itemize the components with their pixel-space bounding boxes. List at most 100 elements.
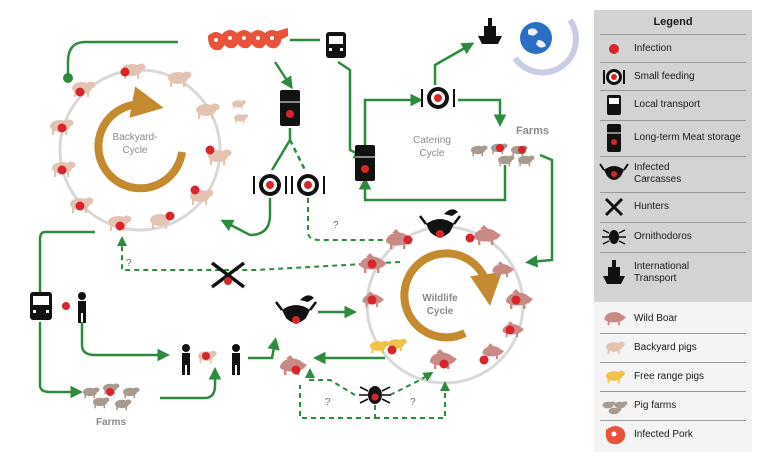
carcass-icon [594, 158, 634, 190]
pork-bone [228, 36, 232, 40]
wild-boar-icon [594, 306, 634, 332]
legend-label: Hunters [634, 201, 670, 212]
catering-arrow-back [358, 165, 507, 202]
plate-icon [291, 174, 325, 196]
pork-bone [256, 36, 260, 40]
legend-divider [600, 120, 746, 121]
infection-dot-icon [387, 345, 397, 355]
infection-dot-icon [594, 36, 634, 62]
pork-bone [214, 38, 218, 42]
ship-icon [478, 18, 502, 44]
legend-title: Legend [653, 16, 693, 28]
bus-icon [30, 292, 52, 320]
arrow-person-hunters [80, 322, 170, 362]
pig-farm-icon [498, 155, 515, 167]
crossed-guns-icon [210, 261, 246, 289]
legend-label: Infected Pork [634, 429, 693, 440]
legend-label: Free range pigs [634, 371, 705, 382]
legend-divider [600, 156, 746, 157]
infection-dot-icon [505, 325, 515, 335]
infection-dot-icon [190, 185, 200, 195]
wildlife-cycle-arrow [400, 249, 502, 342]
backyard-cycle-arrow [94, 86, 186, 193]
arrow-dot [63, 73, 73, 83]
infection-dot-icon [518, 146, 526, 154]
free-range-pig-icon [594, 364, 634, 390]
arrow-plate-wildlife [307, 198, 404, 245]
infection-dot-icon [511, 295, 521, 305]
legend-divider [600, 252, 746, 253]
legend-item-hunters: Hunters [594, 194, 752, 220]
pig-farm-bottom [83, 383, 140, 411]
pig-farm-icon [115, 399, 132, 411]
pork-bone [270, 36, 274, 40]
question-mark: ? [333, 220, 339, 231]
ship-icon [594, 256, 634, 290]
legend-item-ornithodoros: Ornithodoros [594, 224, 752, 250]
question-mark: ? [325, 397, 331, 408]
infection-dot-icon [75, 87, 85, 97]
pork-icon [594, 422, 634, 448]
pig-farm-icon [83, 387, 100, 399]
person-icon [232, 344, 240, 375]
infection-dot-icon [367, 295, 377, 305]
person-icon [182, 344, 190, 375]
globe-icon [520, 22, 552, 54]
pork-icon [274, 28, 288, 42]
person-icon [78, 292, 86, 323]
crossed-guns-icon [594, 194, 634, 220]
carcass-icon [419, 209, 461, 238]
backyard-pig-icon [234, 114, 249, 124]
legend-label: Wild Boar [634, 313, 678, 324]
bus-icon [594, 92, 634, 118]
arrow-fridge-plate-left [270, 128, 292, 171]
legend-label: Local transport [634, 99, 701, 110]
arrow-tick-right [389, 371, 434, 396]
legend-item-free-range-pigs: Free range pigs [594, 364, 752, 390]
wild-boar-icon [474, 225, 501, 245]
arrow-farms-up [160, 367, 222, 400]
wildlife-cycle-label-2: Cycle [427, 306, 454, 317]
legend: Legend Infection Small feeding Local tra… [594, 10, 752, 452]
fridge-icon [355, 145, 375, 181]
farms-label-bottom: Farms [96, 417, 126, 428]
catering-cycle-label-2: Cycle [419, 148, 444, 159]
legend-label: Pig farms [634, 400, 677, 411]
legend-divider [600, 90, 746, 91]
catering-arrow-right [458, 98, 507, 127]
infection-dot-icon [479, 355, 489, 365]
infection-dot-icon [205, 145, 215, 155]
plate-icon [594, 64, 634, 90]
arrow-person-carcass [248, 337, 280, 360]
backyard-cycle-label-2: Cycle [122, 145, 147, 156]
infection-dot-icon [120, 67, 130, 77]
legend-label: Backyard pigs [634, 342, 697, 353]
plate-icon [421, 87, 455, 109]
legend-item-local-transport: Local transport [594, 92, 752, 118]
arrow-tick-left [305, 368, 356, 396]
hunters-group [78, 292, 240, 375]
legend-item-backyard-pigs: Backyard pigs [594, 335, 752, 361]
fridge-icon [280, 90, 300, 126]
globe-arc [512, 18, 579, 76]
backyard-pig-icon [232, 100, 247, 110]
bus-icon [326, 32, 346, 58]
infection-dot-icon [202, 352, 210, 360]
legend-divider [600, 420, 746, 421]
backyard-infections [57, 67, 215, 231]
arrow-bus-farms [38, 322, 83, 399]
arrow-bus-fridge [337, 60, 367, 159]
infection-dot-icon [496, 144, 504, 152]
backyard-pig-icon [594, 335, 634, 361]
infection-dot-icon [165, 211, 175, 221]
legend-divider [600, 34, 746, 35]
legend-divider [600, 62, 746, 63]
infection-dot-icon [115, 221, 125, 231]
fridge-icon [594, 122, 634, 154]
arrow-pork-to-backyard [66, 40, 178, 75]
arrow-plate-backyard [220, 198, 272, 237]
tick-icon [594, 224, 634, 250]
legend-item-international-transport: International Transport [594, 256, 752, 290]
pig-farm-icon [518, 155, 535, 167]
